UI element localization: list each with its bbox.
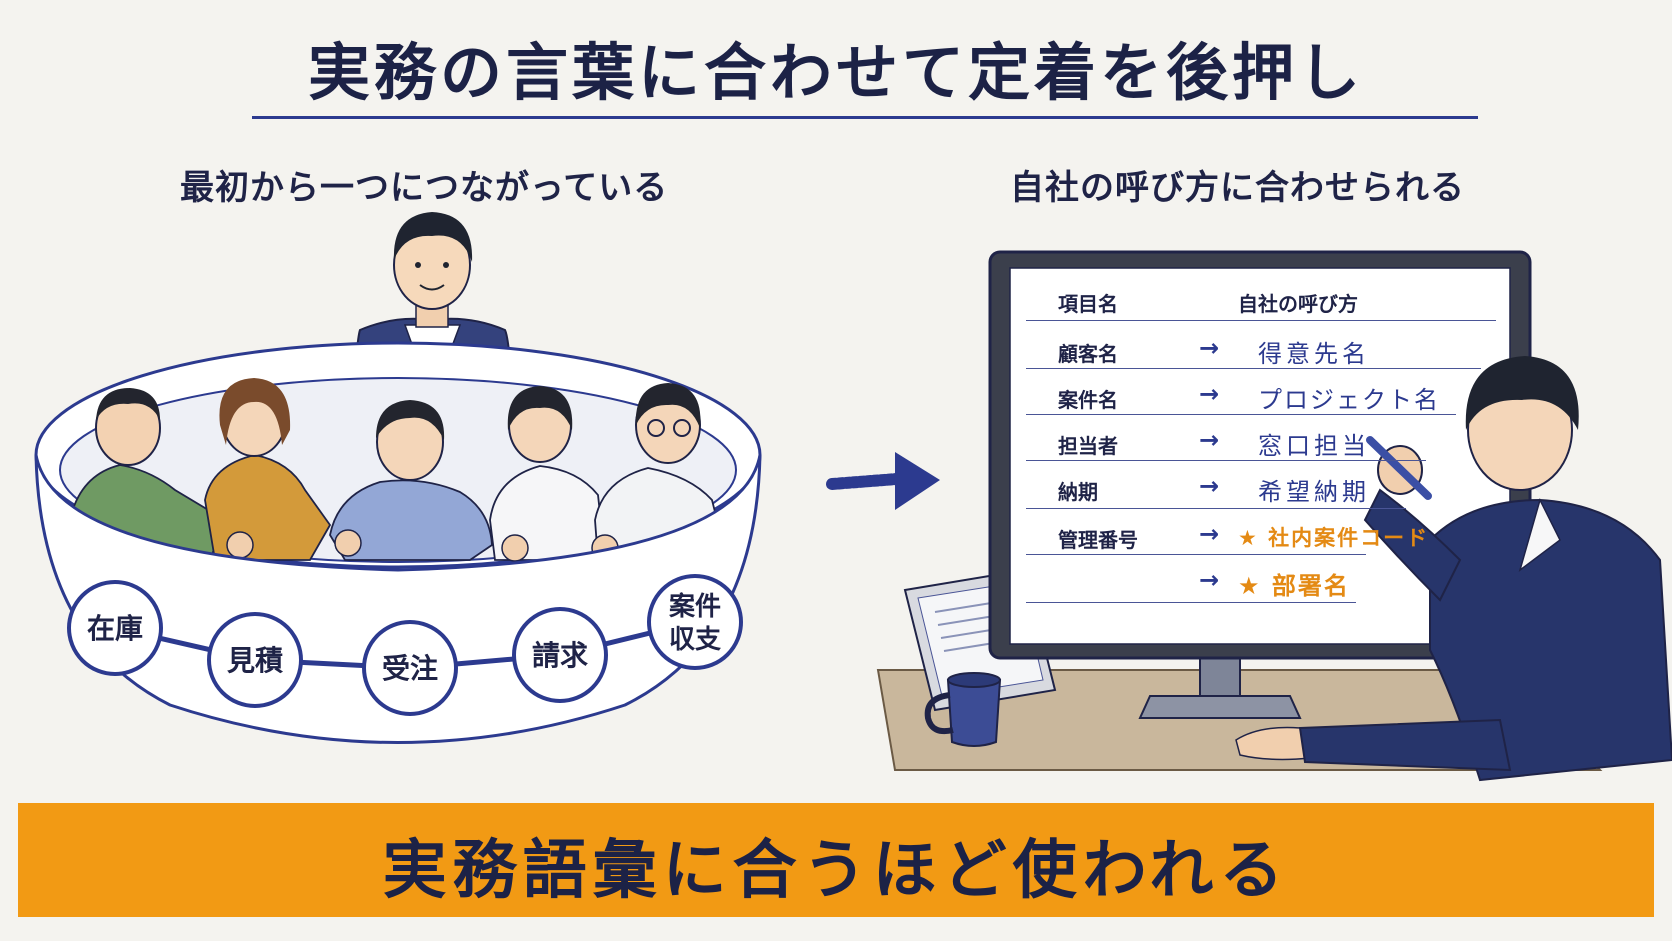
row-alias: 希望納期: [1258, 478, 1370, 506]
arrow-icon: →: [1199, 380, 1220, 408]
svg-text:案件: 案件: [668, 591, 721, 622]
title-underline: [252, 116, 1478, 119]
left-heading: 最初から一つにつながっている: [180, 168, 669, 208]
row-alias: プロジェクト名: [1258, 386, 1440, 414]
row-divider: [1026, 460, 1426, 461]
row-alias-custom: ★ 部署名: [1238, 572, 1350, 600]
row-item-name: 担当者: [1058, 434, 1118, 458]
svg-text:収支: 収支: [669, 625, 721, 655]
presenter-person: [1235, 356, 1672, 782]
col-header-item-name: 項目名: [1058, 292, 1118, 316]
arrow-icon: →: [1199, 566, 1220, 594]
banner-text: 実務語彙に合うほど使われる: [382, 834, 1290, 908]
row-divider: [1026, 508, 1406, 509]
row-alias-custom: ★ 社内案件コード: [1238, 526, 1430, 550]
bottom-banner: 実務語彙に合うほど使われる: [18, 803, 1654, 917]
row-item-name: 管理番号: [1058, 528, 1138, 552]
team-illustration: 在庫 見積 受注 請求 案件 収支: [34, 212, 762, 744]
col-header-alias: 自社の呼び方: [1238, 292, 1358, 316]
alias-table: 項目名 自社の呼び方 顧客名 → 得意先名 案件名 → プロジェクト名 担当者 …: [1010, 268, 1510, 644]
flow-node-inventory: 在庫: [67, 580, 163, 676]
svg-text:在庫: 在庫: [87, 612, 143, 645]
flow-node-estimate: 見積: [207, 612, 303, 708]
row-divider: [1026, 414, 1456, 415]
row-divider: [1026, 602, 1356, 603]
right-heading: 自社の呼び方に合わせられる: [1010, 168, 1465, 208]
page-title: 実務の言葉に合わせて定着を後押し: [307, 36, 1364, 109]
arrow-icon: →: [1199, 520, 1220, 548]
row-divider: [1026, 554, 1366, 555]
row-divider: [1026, 368, 1481, 369]
row-item-name: 顧客名: [1058, 342, 1118, 366]
flow-node-billing: 請求: [512, 607, 608, 703]
row-item-name: 案件名: [1058, 388, 1118, 412]
team-members: [69, 378, 724, 566]
row-alias: 窓口担当: [1258, 432, 1370, 460]
arrow-icon: →: [1199, 334, 1220, 362]
flow-node-project-pl: 案件 収支: [647, 574, 743, 670]
header-divider: [1026, 320, 1496, 321]
svg-text:受注: 受注: [382, 652, 438, 685]
row-alias: 得意先名: [1258, 340, 1370, 368]
mug-icon: [924, 672, 1002, 747]
flow-node-order: 受注: [362, 620, 458, 716]
svg-text:見積: 見積: [227, 644, 283, 677]
workstation-illustration: [876, 250, 1672, 782]
row-item-name: 納期: [1058, 480, 1098, 504]
arrow-icon: →: [1199, 426, 1220, 454]
arrow-icon: →: [1199, 472, 1220, 500]
svg-text:請求: 請求: [532, 639, 588, 672]
transition-arrow: [826, 452, 940, 510]
